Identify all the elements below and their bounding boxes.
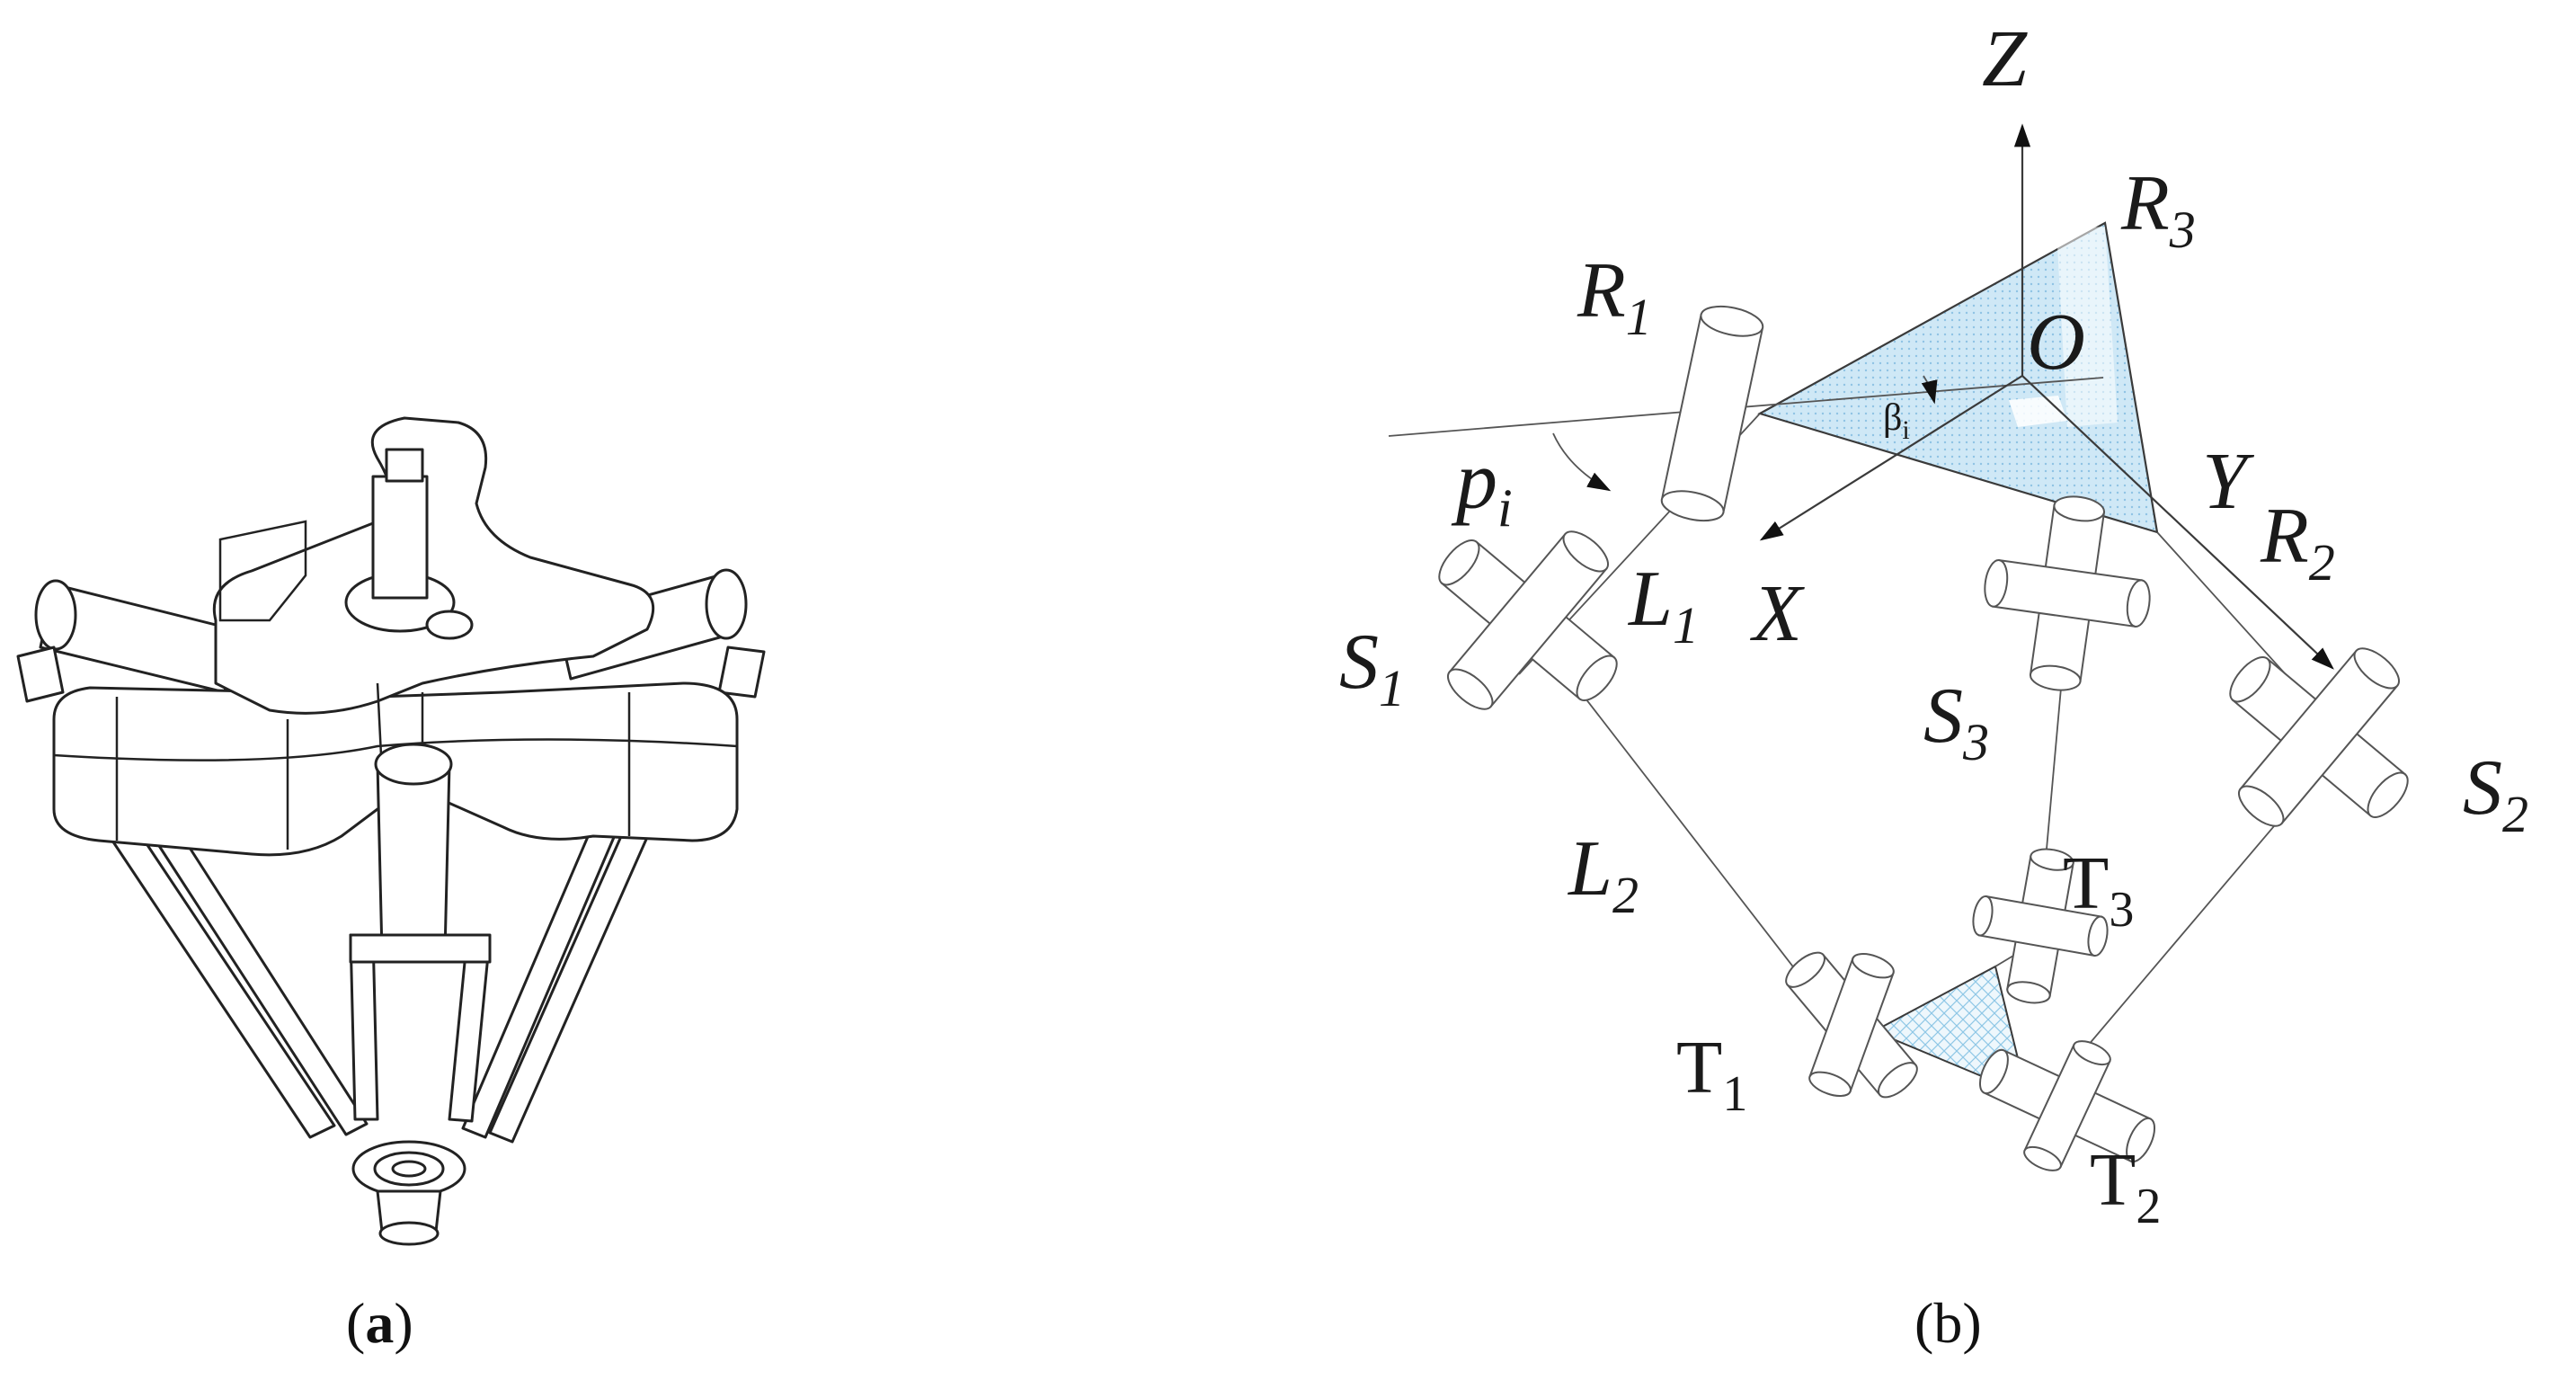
center-column [349,743,492,964]
label-t3: T3 [2063,841,2134,938]
label-o: O [2027,298,2085,387]
label-beta: βi [1883,397,1910,445]
caption-a: (a) [346,1291,413,1355]
end-effector [351,1140,466,1246]
base-platform [1757,221,2159,534]
side-motor-left [16,579,235,703]
label-x: X [1750,569,1805,658]
pi-angle-arc [1552,432,1612,492]
universal-joint-icon [1438,495,2409,1171]
revolute-joint-icon [1660,305,1764,522]
label-pi: pi [1451,434,1513,538]
label-z: Z [1982,14,2028,103]
kinematic-schematic: Z X Y O R1 R2 R3 L1 L2 S1 S2 S3 T1 T2 T3… [1339,14,2528,1234]
beta-angle-arc [1921,375,1938,405]
label-y: Y [2202,437,2255,526]
label-s2: S2 [2463,744,2528,843]
label-s3: S3 [1923,672,1989,771]
label-r1: R1 [1577,247,1652,346]
label-r2: R2 [2260,493,2335,592]
label-t2: T2 [2090,1138,2161,1234]
label-s1: S1 [1339,619,1405,717]
y-axis-arrow [2021,375,2334,670]
delta-robot-drawing [16,416,766,1246]
label-r3: R3 [2120,160,2196,259]
label-l1: L1 [1627,556,1699,654]
x-axis-arrow [1759,375,2023,541]
label-t1: T1 [1676,1026,1747,1122]
caption-b: (b) [1914,1291,1982,1355]
label-l2: L2 [1567,825,1639,924]
top-motor [344,448,474,640]
